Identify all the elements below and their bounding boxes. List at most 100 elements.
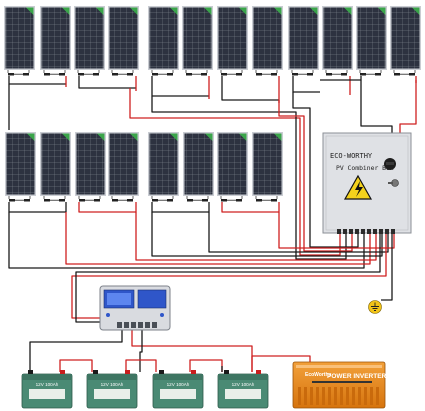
battery-negative-terminal xyxy=(224,370,229,374)
mc4-connector xyxy=(112,199,118,202)
cable-gland xyxy=(379,229,383,234)
controller-terminal xyxy=(117,322,122,328)
cable-gland xyxy=(361,229,365,234)
battery-negative-terminal xyxy=(28,370,33,374)
negative-wire xyxy=(75,233,381,323)
ground-symbol-icon xyxy=(368,300,382,314)
mc4-connector xyxy=(78,73,84,76)
mc4-connector xyxy=(112,73,118,76)
solar-panel xyxy=(182,6,213,76)
panel-badge-icon xyxy=(170,7,178,15)
panel-badge-icon xyxy=(274,7,282,15)
high-voltage-warning-icon xyxy=(343,174,373,200)
battery: 12V 100Ah xyxy=(86,370,138,409)
battery-label: 12V 100Ah xyxy=(167,382,190,387)
mc4-connector xyxy=(24,199,30,202)
mc4-connector xyxy=(152,199,158,202)
battery-negative-terminal xyxy=(93,370,98,374)
solar-panel xyxy=(183,132,214,202)
mc4-connector xyxy=(341,73,347,76)
negative-wire xyxy=(151,76,209,97)
panel-badge-icon xyxy=(239,133,247,141)
battery-bank: 12V 100Ah 12V 100Ah 12V 100Ah 12V 100Ah xyxy=(21,370,269,409)
mc4-connector xyxy=(326,73,332,76)
pv-combiner-box: ECO-WORTHY PV Combiner Box xyxy=(322,132,412,234)
panel-badge-icon xyxy=(378,7,386,15)
panel-badge-icon xyxy=(310,7,318,15)
mc4-connector xyxy=(23,73,29,76)
mc4-connector xyxy=(94,199,100,202)
cable-gland xyxy=(337,229,341,234)
positive-wire xyxy=(71,233,387,319)
mc4-connector xyxy=(409,73,415,76)
battery-positive-terminal xyxy=(125,370,130,374)
solar-panel xyxy=(40,6,71,76)
panel-badge-icon xyxy=(274,133,282,141)
panel-badge-icon xyxy=(62,133,70,141)
mc4-connector xyxy=(44,199,50,202)
negative-wire xyxy=(8,212,365,269)
solar-panel xyxy=(217,132,248,202)
mc4-connector xyxy=(221,199,227,202)
negative-wire xyxy=(292,76,320,93)
cable-gland xyxy=(343,229,347,234)
solar-panel xyxy=(108,6,139,76)
battery-negative-terminal xyxy=(159,370,164,374)
solar-panel-array xyxy=(4,6,421,202)
mc4-connector xyxy=(202,199,208,202)
mc4-connector xyxy=(236,199,242,202)
panel-badge-icon xyxy=(412,7,420,15)
negative-wire xyxy=(139,330,143,372)
positive-wire xyxy=(135,212,377,261)
mc4-connector xyxy=(59,73,65,76)
panel-badge-icon xyxy=(344,7,352,15)
charge-controller xyxy=(99,285,171,331)
battery-label: 12V 100Ah xyxy=(232,382,255,387)
mc4-connector xyxy=(201,73,207,76)
inverter-title-label: POWER INVERTER xyxy=(327,373,387,380)
negative-wire xyxy=(381,233,393,301)
negative-wire xyxy=(221,76,279,101)
panel-badge-icon xyxy=(170,133,178,141)
controller-terminal xyxy=(152,322,157,328)
power-inverter: EcoWorthy POWER INVERTER xyxy=(292,361,387,409)
panel-badge-icon xyxy=(96,7,104,15)
mc4-connector xyxy=(360,73,366,76)
mc4-connector xyxy=(256,199,262,202)
cable-gland xyxy=(373,229,377,234)
positive-wire xyxy=(78,202,137,213)
solar-panel xyxy=(252,132,283,202)
mc4-connector xyxy=(59,199,65,202)
cable-gland xyxy=(391,229,395,234)
positive-wire xyxy=(399,80,417,133)
solar-panel xyxy=(288,6,319,76)
mc4-connector xyxy=(307,73,313,76)
positive-wire xyxy=(251,355,311,372)
panel-badge-icon xyxy=(27,133,35,141)
solar-panel xyxy=(4,6,35,76)
solar-panel xyxy=(74,6,105,76)
negative-wire xyxy=(78,76,136,89)
mc4-connector xyxy=(167,73,173,76)
solar-panel xyxy=(5,132,36,202)
mc4-connector xyxy=(127,73,133,76)
battery: 12V 100Ah xyxy=(21,370,73,409)
combiner-box-label: PV Combiner Box xyxy=(336,164,394,172)
controller-terminal xyxy=(145,322,150,328)
solar-panel xyxy=(356,6,387,76)
mc4-connector xyxy=(292,73,298,76)
inverter-brand-label: EcoWorthy xyxy=(305,372,332,378)
cable-gland xyxy=(367,229,371,234)
wiring xyxy=(8,76,417,372)
combiner-cable-glands xyxy=(337,229,395,234)
controller-terminal xyxy=(131,322,136,328)
panel-badge-icon xyxy=(26,7,34,15)
negative-wire xyxy=(151,212,383,257)
mc4-connector xyxy=(44,73,50,76)
negative-wire xyxy=(320,76,362,81)
controller-terminal xyxy=(124,322,129,328)
negative-wire xyxy=(8,202,67,213)
mc4-connector xyxy=(79,199,85,202)
